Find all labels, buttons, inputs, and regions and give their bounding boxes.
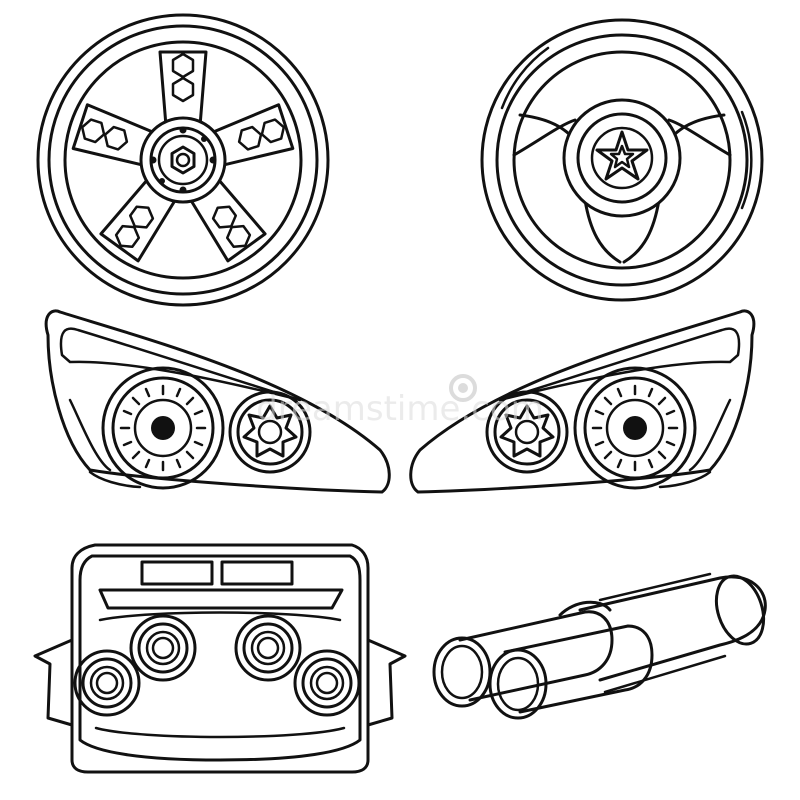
tail-lamp-upper-right (234, 614, 302, 682)
alloy-wheel-icon (36, 13, 330, 307)
headlight-right-icon (409, 309, 756, 494)
tail-lamp-lower-right (293, 649, 361, 717)
tail-lights-icon (33, 543, 407, 774)
watermark-logo-icon (449, 374, 477, 402)
tail-lamp-upper-left (129, 614, 197, 682)
steering-wheel-icon (480, 18, 764, 302)
headlight-left-icon (44, 309, 391, 494)
watermark-text: dreamstime.com (256, 389, 544, 429)
exhaust-pipe-icon (432, 572, 767, 720)
tail-lamp-lower-left (73, 649, 141, 717)
